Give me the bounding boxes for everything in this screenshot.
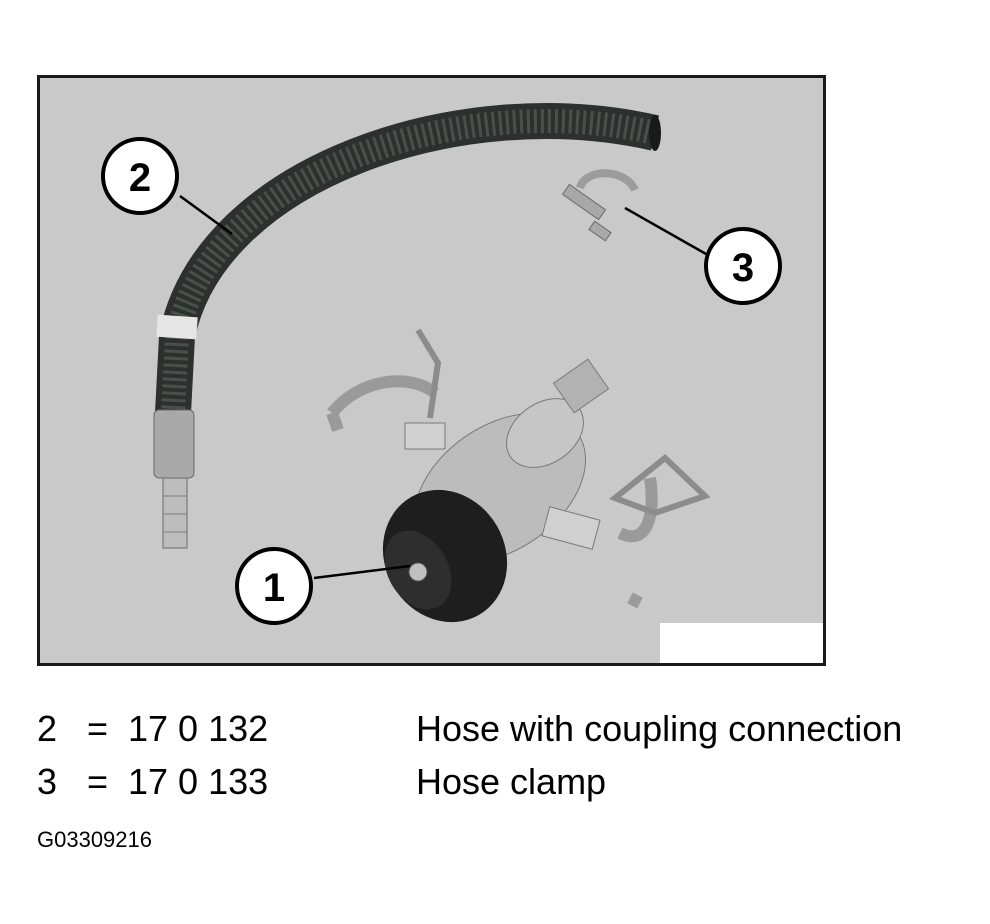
callout-1-label: 1 xyxy=(263,566,285,610)
photo-drawing: 2 3 1 xyxy=(101,103,823,663)
legend-part-number: 17 0 132 xyxy=(128,708,269,749)
callout-3-label: 3 xyxy=(732,246,754,290)
callout-3: 3 xyxy=(704,227,782,305)
legend-row: 3 = 17 0 133 Hose clamp xyxy=(37,760,967,804)
legend-description: Hose with coupling connection xyxy=(416,708,903,749)
hose xyxy=(155,103,661,414)
legend-row: 2 = 17 0 132 Hose with coupling connecti… xyxy=(37,707,967,751)
legend-number: 2 xyxy=(37,708,58,749)
callout-2-label: 2 xyxy=(129,156,151,200)
legend-description: Hose clamp xyxy=(416,761,607,802)
legend-equals: = xyxy=(87,761,109,802)
callout-2: 2 xyxy=(101,137,179,215)
legend-part-number: 17 0 133 xyxy=(128,761,269,802)
hose-fitting xyxy=(153,409,195,549)
legend-number: 3 xyxy=(37,761,58,802)
blank-label-patch xyxy=(660,623,823,663)
legend-equals: = xyxy=(87,708,109,749)
figure-id: G03309216 xyxy=(37,827,152,852)
component-photo: 2 3 1 xyxy=(37,75,826,666)
coupling-adapter xyxy=(326,328,711,623)
hose-clamp xyxy=(561,169,639,242)
callout-1: 1 xyxy=(235,547,313,625)
